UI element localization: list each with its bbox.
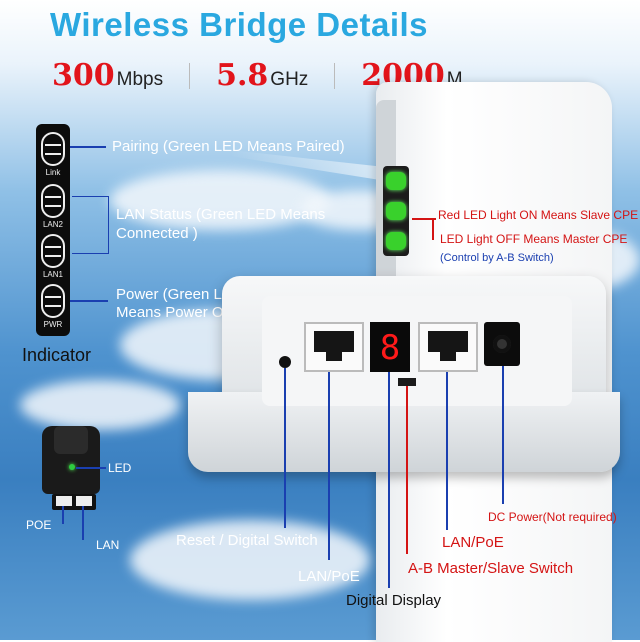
cpe-note-connector [412, 218, 436, 220]
pairing-connector [70, 146, 106, 148]
divider [189, 62, 191, 89]
dc-power-label: DC Power(Not required) [488, 510, 617, 524]
page-title: Wireless Bridge Details [50, 6, 429, 43]
indicator-heading: Indicator [22, 345, 92, 365]
rj45-icon [314, 331, 354, 361]
cpe-note-connector-vertical [432, 218, 434, 240]
lan-bracket [72, 196, 109, 254]
power-connector [70, 300, 108, 302]
adapter-lan-line [82, 506, 84, 540]
device-led-bar [383, 166, 409, 256]
led-lan1-icon [41, 234, 65, 268]
divider [334, 62, 336, 89]
display-digit: 8 [379, 328, 401, 368]
display-line [388, 372, 390, 588]
ab-switch[interactable] [398, 378, 416, 386]
led-lan2-icon [41, 184, 65, 218]
spec-unit: GHz [270, 69, 309, 90]
lan2-led-icon [386, 232, 406, 250]
lan-left-line [328, 372, 330, 560]
spec-frequency: 5.8 GHz [216, 58, 308, 93]
cloud [130, 520, 370, 600]
power-label-line1: Power (Green LED [116, 286, 243, 303]
adapter-poe-line [62, 506, 64, 524]
red-led-note: Red LED Light ON Means Slave CPE [438, 208, 639, 222]
adapter-led-icon [69, 464, 75, 470]
ab-switch-label: A-B Master/Slave Switch [408, 560, 574, 577]
dc-line [502, 366, 504, 504]
lan-poe-right-label: LAN/PoE [442, 534, 504, 551]
led-off-note: LED Light OFF Means Master CPE [440, 232, 628, 246]
led-link-icon [41, 132, 65, 166]
lan-right-line [446, 372, 448, 530]
ab-switch-line [406, 386, 408, 554]
pairing-label: Pairing (Green LED Means Paired) [112, 138, 345, 155]
adapter-led-line [76, 467, 106, 469]
reset-line [284, 368, 286, 528]
digital-display: 8 [370, 322, 410, 372]
indicator-panel: Link LAN2 LAN1 PWR [36, 124, 70, 336]
lan-poe-port-right[interactable] [418, 322, 478, 372]
led-label: LAN1 [42, 270, 63, 279]
spec-value: 300 [52, 58, 115, 93]
rj45-icon [428, 331, 468, 361]
adapter-lan-port [76, 496, 92, 506]
adapter-lan-label: LAN [96, 538, 120, 552]
digital-display-label: Digital Display [346, 592, 442, 609]
wlan-led-icon [386, 172, 406, 190]
adapter-led-label: LED [108, 461, 132, 475]
reset-button[interactable] [279, 356, 291, 368]
led-label: LAN2 [42, 220, 63, 229]
adapter-poe-label: POE [26, 518, 52, 532]
reset-label: Reset / Digital Switch [176, 532, 318, 549]
dc-power-jack[interactable] [484, 322, 520, 366]
adapter-plug [54, 426, 88, 454]
led-label: PWR [43, 320, 63, 329]
lan1-led-icon [386, 202, 406, 220]
lan-status-label-line2: Connected ) [116, 225, 198, 242]
lan-poe-port-left[interactable] [304, 322, 364, 372]
cloud [20, 380, 180, 430]
spec-unit: Mbps [116, 69, 164, 90]
lan-poe-left-label: LAN/PoE [298, 568, 360, 585]
lan-status-label-line1: LAN Status (Green LED Means [116, 206, 326, 223]
spec-value: 5.8 [216, 58, 269, 93]
spec-row: 300 Mbps 5.8 GHz 2000 M [52, 58, 463, 93]
control-note: (Control by A-B Switch) [440, 252, 554, 264]
adapter-poe-port [56, 496, 72, 506]
led-label: Link [45, 168, 61, 177]
spec-speed: 300 Mbps [52, 58, 163, 93]
cloud [110, 170, 330, 230]
power-label-line2: Means Power On) [116, 304, 237, 321]
led-pwr-icon [41, 284, 65, 318]
